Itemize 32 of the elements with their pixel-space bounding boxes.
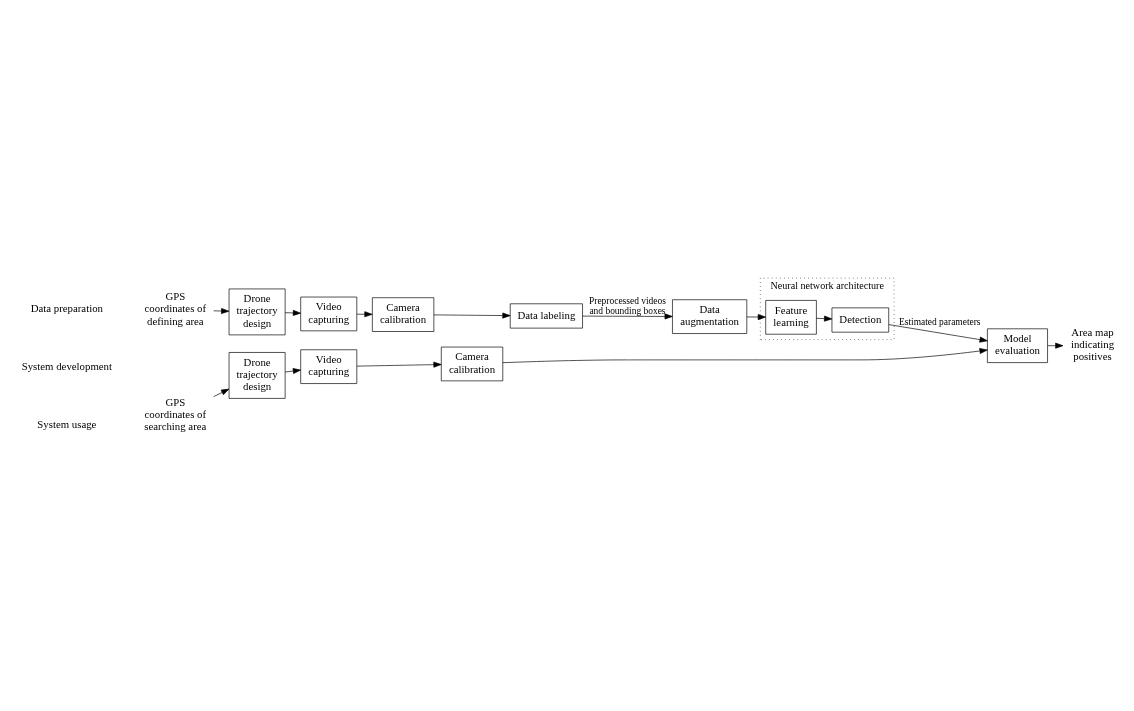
arrow (1047, 342, 1064, 349)
edge-label: Preprocessed videos and bounding boxes (589, 295, 666, 317)
arrow (433, 312, 511, 319)
node-box: Camera calibration (372, 297, 435, 332)
arrow (888, 324, 988, 343)
edge-label: Estimated parameters (898, 316, 981, 327)
arrow (213, 388, 230, 397)
arrow (582, 313, 673, 320)
arrow (746, 314, 766, 320)
node-box: Camera calibration (440, 346, 504, 382)
arrow (502, 348, 988, 363)
label: Data preparation (30, 301, 103, 314)
node-text: GPS coordinates of searching area (144, 395, 207, 433)
arrow (284, 310, 301, 316)
label: System usage (37, 418, 97, 431)
node-box: Data labeling (509, 303, 583, 329)
node-box: Detection (831, 307, 890, 333)
node-box: Data augmentation (672, 299, 748, 334)
node-box: Video capturing (300, 296, 358, 332)
arrow (284, 368, 301, 374)
node-box: Video capturing (300, 349, 358, 384)
node-box: Drone trajectory design (228, 288, 286, 336)
node-box: Feature learning (765, 300, 817, 335)
arrow (816, 315, 833, 322)
arrow (356, 361, 442, 368)
node-text: Area map indicating positives (1070, 326, 1115, 363)
arrow (356, 311, 373, 318)
label: System development (21, 359, 112, 372)
node-box: Model evaluation (987, 328, 1048, 363)
arrow (213, 308, 230, 314)
node-text: GPS coordinates of defining area (144, 290, 207, 327)
node-box: Drone trajectory design (228, 352, 286, 399)
